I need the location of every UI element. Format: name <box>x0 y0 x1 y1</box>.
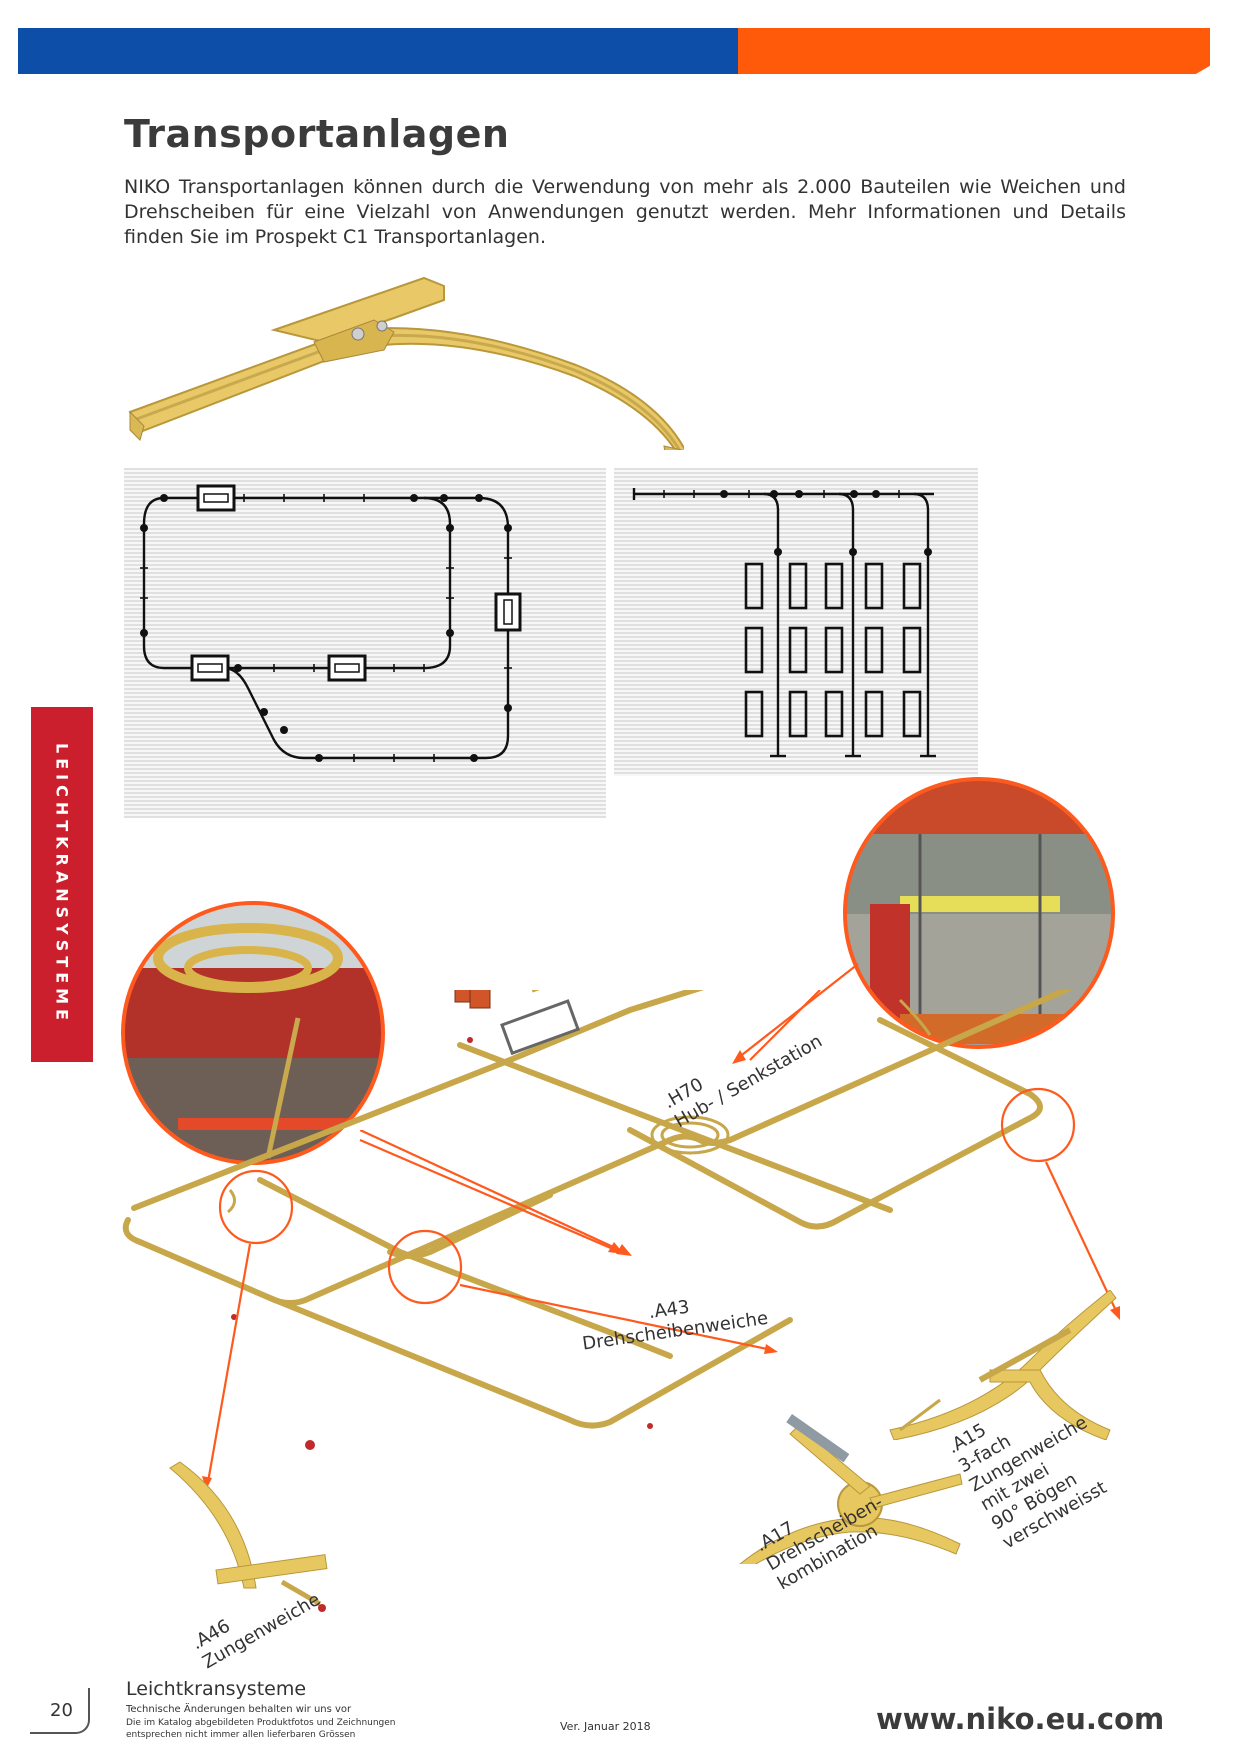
side-tab-label: LEICHTKRANSYSTEME <box>52 743 72 1025</box>
page-title: Transportanlagen <box>124 112 510 156</box>
footer-disclaimer-line1: Technische Änderungen behalten wir uns v… <box>126 1704 352 1715</box>
a46-switch-image <box>169 1461 328 1612</box>
loop-track-schematic <box>140 484 522 762</box>
footer-disclaimer-line3: entsprechen nicht immer allen lieferbare… <box>126 1730 356 1740</box>
photo-lift-station <box>843 777 1115 1049</box>
intro-paragraph: NIKO Transportanlagen können durch die V… <box>124 176 1126 248</box>
photo-turntable-installation <box>121 901 385 1165</box>
side-tab <box>31 707 93 1062</box>
footer-version: Ver. Januar 2018 <box>560 1720 651 1733</box>
layout-diagram-branches <box>614 468 978 776</box>
a15-three-way-switch-image <box>889 1290 1117 1440</box>
footer-section-title: Leichtkransysteme <box>126 1678 307 1700</box>
curved-rail-image <box>128 276 684 450</box>
footer-website-link[interactable]: www.niko.eu.com <box>876 1702 1165 1736</box>
header-bar-orange <box>738 28 1210 74</box>
page-number: 20 <box>50 1700 73 1721</box>
a17-turntable-combination-image <box>739 1414 963 1564</box>
arrow-lift-station <box>732 963 859 1064</box>
footer-disclaimer-line2: Die im Katalog abgebildeten Produktfotos… <box>126 1718 396 1728</box>
track-system-illustration <box>122 990 1120 1490</box>
header-bar-blue <box>18 28 738 74</box>
page-number-frame <box>30 1688 90 1734</box>
branch-track-schematic <box>632 488 936 758</box>
layout-diagram-loop <box>124 468 606 818</box>
arrow-turntable <box>360 1130 632 1256</box>
